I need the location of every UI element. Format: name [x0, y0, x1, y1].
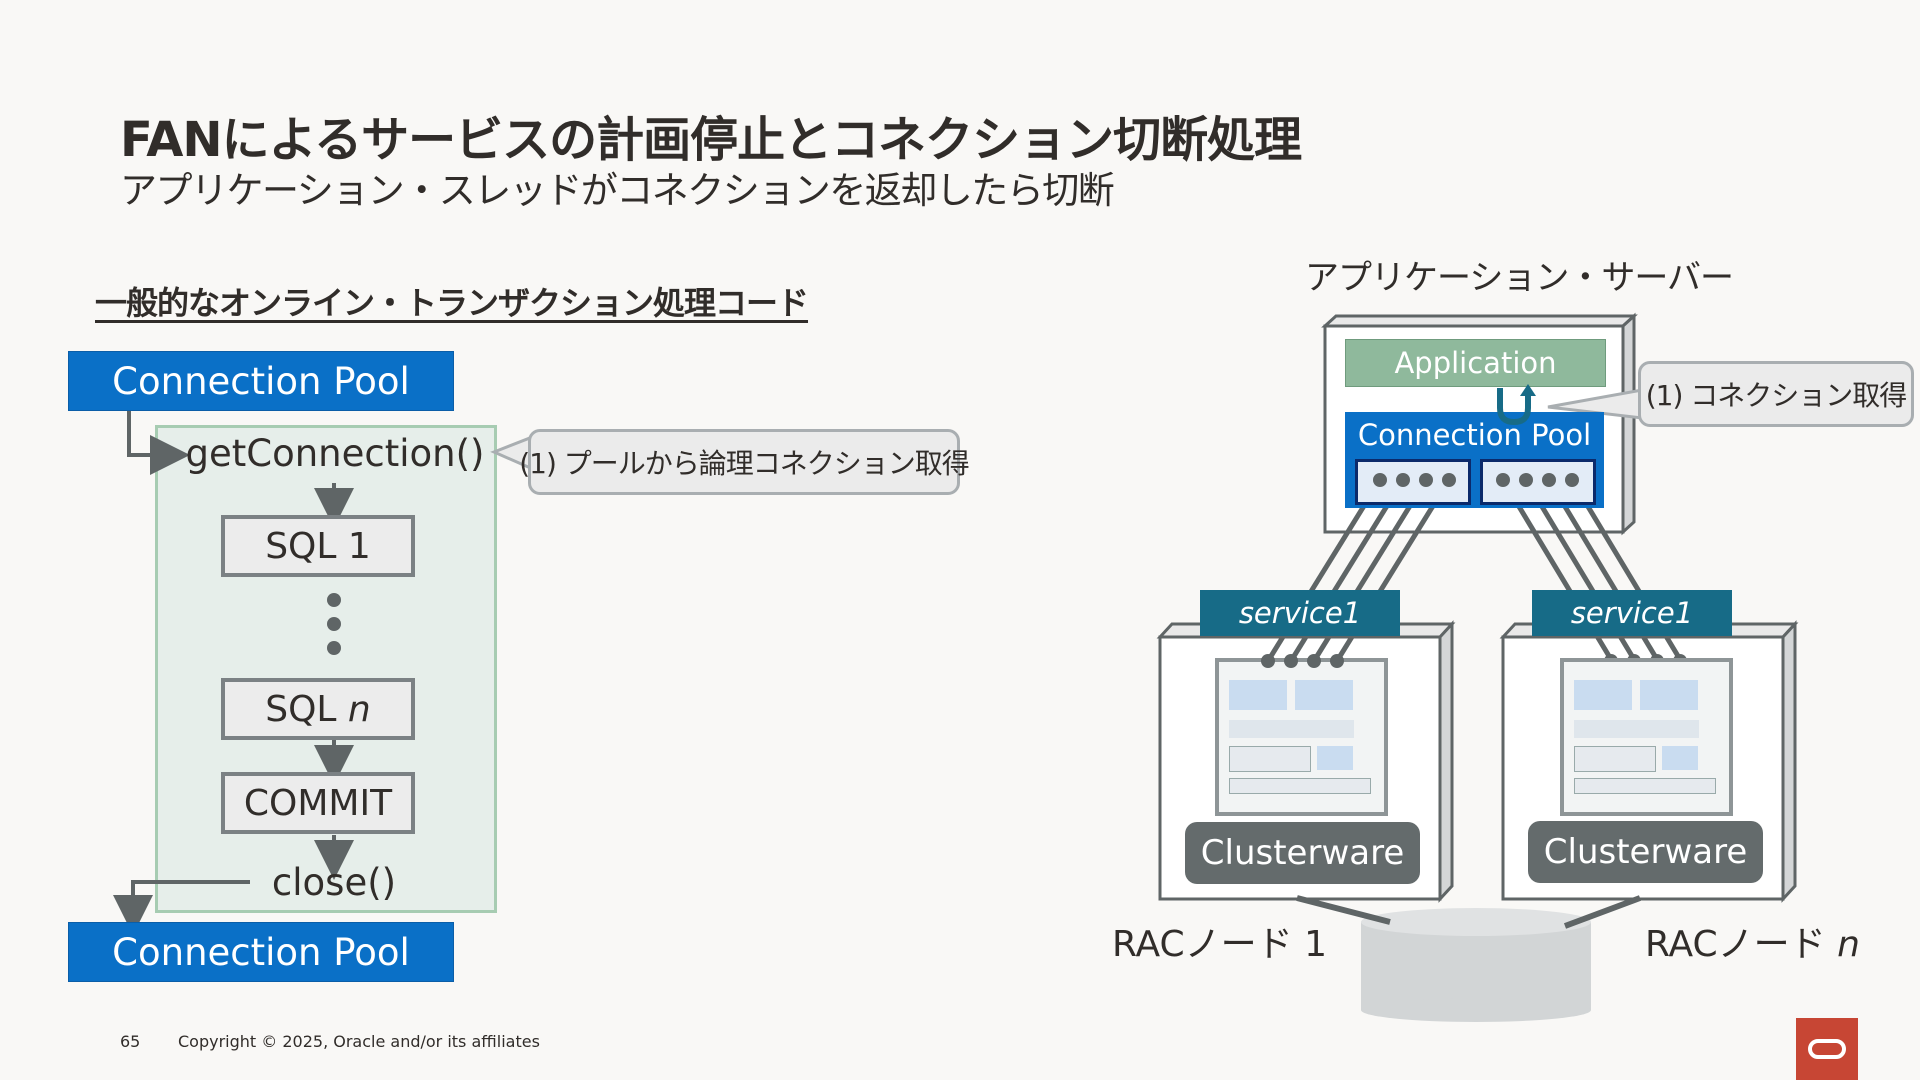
database-instance-diagram [1560, 658, 1733, 816]
database-instance-diagram [1215, 658, 1388, 816]
service-badge-node2: service1 [1532, 590, 1732, 636]
sql-n-box: SQL n [221, 678, 415, 740]
slide-title: FANによるサービスの計画停止とコネクション切断処理 [120, 112, 1302, 168]
rac-node-n-label: RACノード n [1645, 915, 1860, 967]
rac-node-1-label: RACノード 1 [1112, 915, 1327, 967]
sql-n-italic: n [347, 688, 371, 730]
connection-pool-top: Connection Pool [68, 351, 454, 411]
ellipsis-dot [327, 617, 341, 631]
app-connection-pool-label: Connection Pool [1357, 418, 1592, 452]
service-badge-node1: service1 [1200, 590, 1400, 636]
oracle-logo [1796, 1018, 1858, 1080]
connection-pool-bottom: Connection Pool [68, 922, 454, 982]
pool-slot-right [1480, 459, 1596, 505]
ellipsis-dot [327, 641, 341, 655]
rac-node-n-prefix: RACノード [1645, 924, 1838, 965]
app-connection-pool: Connection Pool [1345, 412, 1604, 508]
application-box: Application [1345, 339, 1606, 387]
app-server-label: アプリケーション・サーバー [1305, 258, 1734, 298]
copyright-text: Copyright © 2025, Oracle and/or its affi… [178, 1032, 540, 1051]
rac-node-1-suffix: 1 [1304, 924, 1328, 965]
commit-box: COMMIT [221, 772, 415, 834]
get-connection-call: getConnection() [185, 432, 485, 475]
sql-n-label: SQL [265, 688, 348, 730]
code-heading: 一般的なオンライン・トランザクション処理コード [95, 284, 809, 322]
sql-1-box: SQL 1 [221, 515, 415, 577]
ellipsis-dot [327, 593, 341, 607]
rac-node-n-suffix: n [1837, 924, 1860, 965]
left-callout: (1) プールから論理コネクション取得 [519, 429, 970, 495]
clusterware-node2: Clusterware [1528, 821, 1763, 883]
slide-subtitle: アプリケーション・スレッドがコネクションを返却したら切断 [120, 169, 1115, 212]
rac-node-1-prefix: RACノード [1112, 924, 1305, 965]
u-turn-arrow-icon [1497, 384, 1536, 426]
clusterware-node1: Clusterware [1185, 822, 1420, 884]
left-flow-connectors [113, 410, 537, 935]
oracle-o-icon [1808, 1039, 1846, 1059]
close-call: close() [271, 861, 397, 904]
right-callout: (1) コネクション取得 [1638, 361, 1914, 427]
page-number: 65 [120, 1032, 141, 1051]
